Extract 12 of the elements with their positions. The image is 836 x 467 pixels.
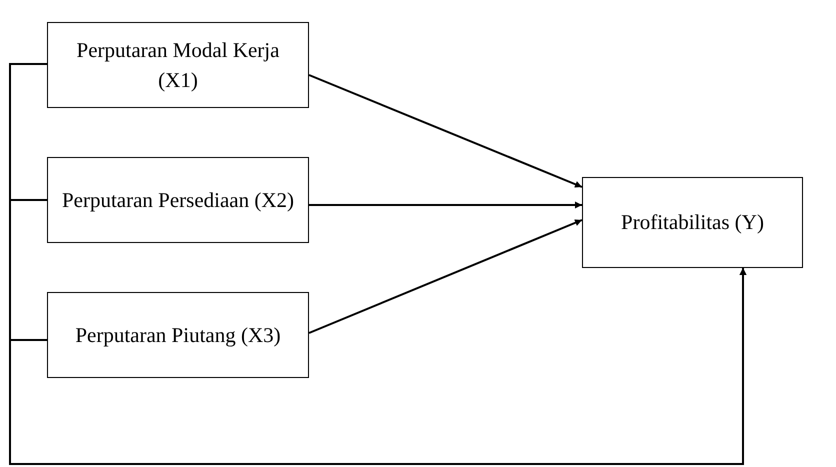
variable-label: Perputaran Piutang (X3): [75, 322, 281, 349]
variable-label: Perputaran Modal Kerja (X1): [76, 36, 280, 94]
arrow: [309, 202, 582, 208]
variable-label: Profitabilitas (Y): [621, 209, 764, 236]
variable-box: [47, 22, 309, 108]
arrow: [9, 268, 746, 465]
variable-label: Perputaran Persediaan (X2): [62, 186, 294, 214]
variable-box: [47, 157, 309, 243]
variable-box: [582, 177, 803, 268]
variable-box: [47, 292, 309, 378]
arrow: [308, 74, 582, 188]
arrow: [308, 219, 582, 334]
